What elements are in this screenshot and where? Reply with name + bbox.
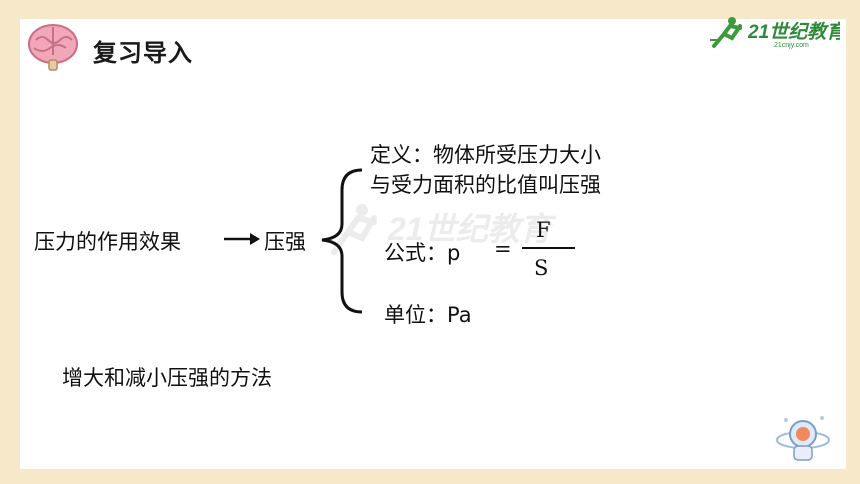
arrow-right-icon bbox=[224, 233, 260, 245]
slide-canvas bbox=[20, 19, 846, 469]
root-concept: 压力的作用效果 bbox=[34, 230, 181, 254]
unit-text: 单位：Pa bbox=[384, 303, 472, 327]
brain-icon bbox=[28, 24, 78, 71]
logo-url: 21cnjy.com bbox=[774, 42, 809, 49]
astronaut-icon bbox=[776, 416, 830, 461]
definition-line-1: 定义：物体所受压力大小 bbox=[370, 143, 601, 167]
formula-equals: = bbox=[494, 237, 512, 261]
logo-text: 21世纪教育 bbox=[747, 21, 840, 43]
concept-node: 压强 bbox=[264, 230, 306, 254]
brand-logo: 21世纪教育 21cnjy.com bbox=[710, 16, 848, 54]
runner-icon: 21世纪教育 21cnjy.com bbox=[710, 17, 848, 49]
formula-label: 公式：p bbox=[384, 241, 461, 265]
page-title: 复习导入 bbox=[93, 39, 193, 67]
fraction-bar bbox=[522, 247, 575, 249]
formula-denominator: S bbox=[534, 256, 549, 280]
watermark-text: 21世纪教育 bbox=[387, 211, 557, 247]
methods-heading: 增大和减小压强的方法 bbox=[62, 366, 272, 390]
formula-numerator: F bbox=[536, 218, 551, 242]
curly-brace bbox=[321, 168, 363, 314]
watermark-logo: 21世纪教育 bbox=[331, 204, 557, 255]
definition-line-2: 与受力面积的比值叫压强 bbox=[370, 173, 601, 197]
